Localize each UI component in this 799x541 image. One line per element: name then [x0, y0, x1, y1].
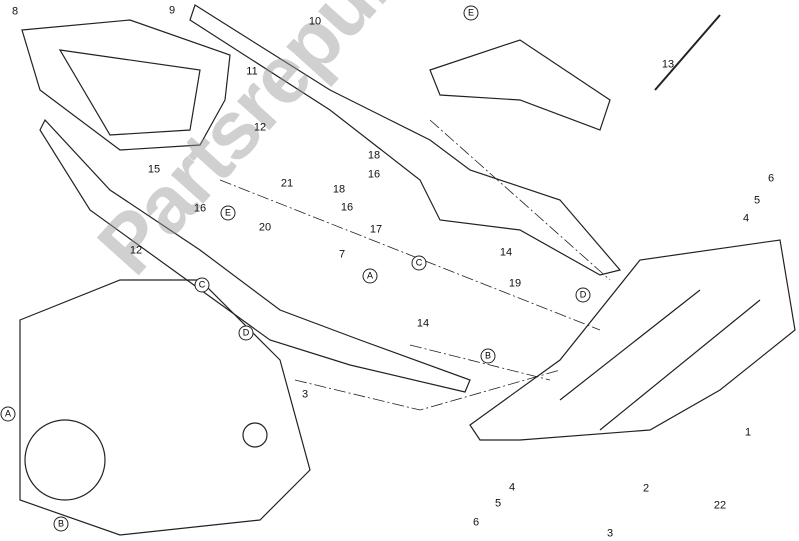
part-number-label: 17 — [369, 223, 383, 236]
part-number-label: 12 — [253, 121, 267, 134]
pivot-bolt — [654, 14, 721, 91]
reference-letter: B — [480, 348, 496, 364]
part-number-label: 22 — [713, 499, 727, 512]
part-number-label: 5 — [753, 194, 761, 207]
part-number-label: 15 — [147, 163, 161, 176]
part-number-label: 5 — [494, 497, 502, 510]
part-number-label: 4 — [742, 212, 750, 225]
reference-letter: D — [238, 325, 254, 341]
reference-letter: A — [362, 268, 378, 284]
engine-cover — [24, 419, 106, 501]
headstock — [429, 39, 611, 131]
part-number-label: 21 — [280, 177, 294, 190]
reference-letter: E — [220, 205, 236, 221]
part-number-label: 1 — [744, 426, 752, 439]
part-number-label: 10 — [308, 15, 322, 28]
reference-letter: D — [575, 287, 591, 303]
part-number-label: 12 — [129, 244, 143, 257]
reference-letter: B — [53, 516, 69, 532]
part-number-label: 2 — [642, 482, 650, 495]
rear-subframe-lower — [39, 118, 471, 393]
reference-letter: C — [411, 255, 427, 271]
swingarm — [469, 239, 796, 441]
part-number-label: 20 — [258, 221, 272, 234]
part-number-label: 3 — [606, 527, 614, 540]
part-number-label: 3 — [301, 388, 309, 401]
reference-letter: A — [0, 406, 16, 422]
part-number-label: 7 — [338, 248, 346, 261]
luggage-rack — [21, 19, 231, 151]
reference-letter: E — [463, 5, 479, 21]
engine — [19, 279, 311, 536]
part-number-label: 6 — [767, 172, 775, 185]
part-number-label: 9 — [168, 4, 176, 17]
part-number-label: 16 — [340, 201, 354, 214]
reference-letter: C — [194, 277, 210, 293]
part-number-label: 18 — [332, 183, 346, 196]
rear-subframe-upper — [189, 4, 622, 276]
part-number-label: 13 — [661, 58, 675, 71]
part-number-label: 8 — [11, 5, 19, 18]
part-number-label: 16 — [367, 168, 381, 181]
part-number-label: 11 — [246, 65, 258, 78]
part-number-label: 18 — [367, 149, 381, 162]
part-number-label: 14 — [499, 246, 513, 259]
part-number-label: 14 — [416, 317, 430, 330]
part-number-label: 19 — [508, 277, 522, 290]
part-number-label: 6 — [472, 516, 480, 529]
part-number-label: 4 — [508, 481, 516, 494]
part-number-label: 16 — [193, 202, 207, 215]
